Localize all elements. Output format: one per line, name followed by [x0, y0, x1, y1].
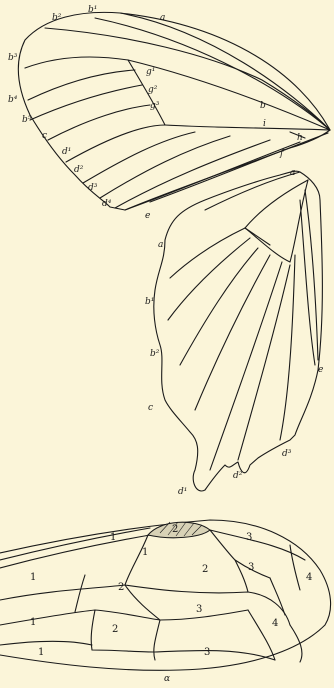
hindwing-vein-a	[170, 228, 245, 278]
hindwing-cell	[245, 180, 308, 262]
forewing-vein-e	[125, 142, 300, 210]
hymenoptera-median-vein	[0, 585, 290, 625]
label-hy-cell-top-right: 3	[246, 532, 252, 543]
label-hy-stigma: 2	[172, 524, 178, 535]
hymenoptera-disc-vein	[155, 650, 275, 660]
label-hw-b1: b¹	[145, 297, 154, 307]
label-hy-alpha: α	[164, 674, 170, 683]
forewing-vein-b3	[25, 57, 128, 68]
label-hy-left-mid: 1	[30, 617, 36, 628]
label-fw-c: c	[42, 131, 47, 141]
hymenoptera-radial-vein	[210, 530, 305, 560]
label-fw-b1: b¹	[88, 5, 97, 15]
hindwing-cross	[245, 228, 270, 245]
label-fw-i: i	[263, 119, 266, 129]
label-fw-b: b	[260, 101, 266, 111]
label-fw-b4: b⁴	[8, 95, 18, 105]
label-fw-h: h	[297, 133, 303, 143]
label-hy-disc-upper: 2	[202, 564, 208, 575]
hymenoptera-wing	[0, 520, 331, 670]
label-hy-apical: 4	[306, 572, 312, 583]
hymenoptera-costal-vein	[0, 528, 150, 560]
label-hw-a-top: a	[290, 168, 295, 178]
hymenoptera-cell-disc	[160, 610, 248, 620]
hymenoptera-cross-1	[235, 560, 248, 592]
hymenoptera-apical-vein	[248, 610, 275, 660]
label-fw-d2: d²	[74, 165, 84, 175]
hymenoptera-anal-vein	[0, 641, 92, 645]
label-hy-lower-right: 4	[272, 618, 278, 629]
forewing-cell-lower	[165, 125, 330, 130]
label-hw-c: c	[148, 403, 153, 413]
label-hy-cell-top-left: 1	[142, 547, 148, 558]
label-fw-b5: b⁵	[22, 115, 32, 125]
hindwing-vein-b2	[180, 248, 258, 365]
hymenoptera-subcostal-vein	[0, 535, 150, 568]
hymenoptera-apical-vein-2	[290, 625, 302, 662]
hindwing	[154, 171, 323, 491]
hymenoptera-lower-cell	[91, 610, 155, 652]
label-fw-g1: g¹	[146, 67, 155, 77]
label-hy-mid-upper: 2	[118, 582, 124, 593]
forewing-vein-b5	[30, 85, 142, 120]
hymenoptera-labels: 1 2 1 3 1 2 2 3 4 1 2 3 4 1 3 α	[30, 524, 312, 683]
forewing-labels: a b¹ b² b³ b⁴ b⁵ b c d¹ d² d³ d⁴ e f g¹ …	[8, 5, 303, 221]
label-hy-disc-upper-right: 3	[248, 562, 254, 573]
label-hw-a-left: a	[158, 240, 163, 250]
label-fw-a: a	[160, 13, 165, 23]
hymenoptera-cross-3	[290, 545, 300, 590]
label-hy-disc-lower: 3	[196, 604, 202, 615]
forewing-vein-b4	[28, 70, 135, 100]
forewing-radial-vein	[45, 28, 330, 130]
forewing-vein-c	[48, 105, 150, 140]
hymenoptera-cell-left-upper	[75, 575, 85, 612]
hindwing-vein-b1	[168, 238, 250, 320]
label-hy-left-upper: 1	[30, 572, 36, 583]
forewing-vein-d1	[66, 125, 165, 162]
forewing-cell-upper	[128, 60, 330, 130]
label-fw-d1: d¹	[62, 147, 71, 157]
label-fw-d3: d³	[88, 183, 98, 193]
hymenoptera-cell-disc-low	[154, 620, 160, 660]
label-hw-b2: b²	[150, 349, 160, 359]
label-fw-b2: b²	[52, 13, 62, 23]
label-fw-e: e	[145, 211, 150, 221]
label-hw-d3: d³	[282, 449, 292, 459]
label-fw-d4: d⁴	[102, 199, 112, 209]
label-hw-d1: d¹	[178, 487, 187, 497]
hindwing-vein-d1	[210, 262, 282, 470]
hymenoptera-cross-2	[270, 578, 285, 615]
forewing-vein-d3	[100, 136, 230, 198]
label-fw-g3: g³	[150, 101, 160, 111]
hindwing-labels: a a b¹ b² c d¹ d² d³ e	[145, 168, 323, 497]
label-hy-left-lower: 1	[38, 647, 44, 658]
hindwing-outline	[154, 171, 323, 491]
label-hy-stigma-pointer: 1	[110, 532, 116, 543]
label-fw-g2: g²	[148, 85, 158, 95]
forewing-anal-vein	[150, 133, 328, 202]
hymenoptera-stigma-drop	[125, 535, 148, 585]
hymenoptera-stigma	[148, 522, 210, 538]
forewing	[18, 12, 330, 210]
hindwing-vein-d3	[280, 255, 295, 440]
hindwing-costal-vein	[205, 172, 300, 210]
hindwing-vein-e	[300, 200, 315, 365]
label-fw-b3: b³	[8, 53, 18, 63]
label-hw-d2: d²	[233, 471, 243, 481]
label-hy-bottom: 3	[204, 647, 210, 658]
hymenoptera-wing-outline	[0, 520, 331, 670]
label-hw-e: e	[318, 365, 323, 375]
hymenoptera-cubital-vein	[0, 610, 160, 625]
label-hy-mid-lower: 2	[112, 624, 118, 635]
